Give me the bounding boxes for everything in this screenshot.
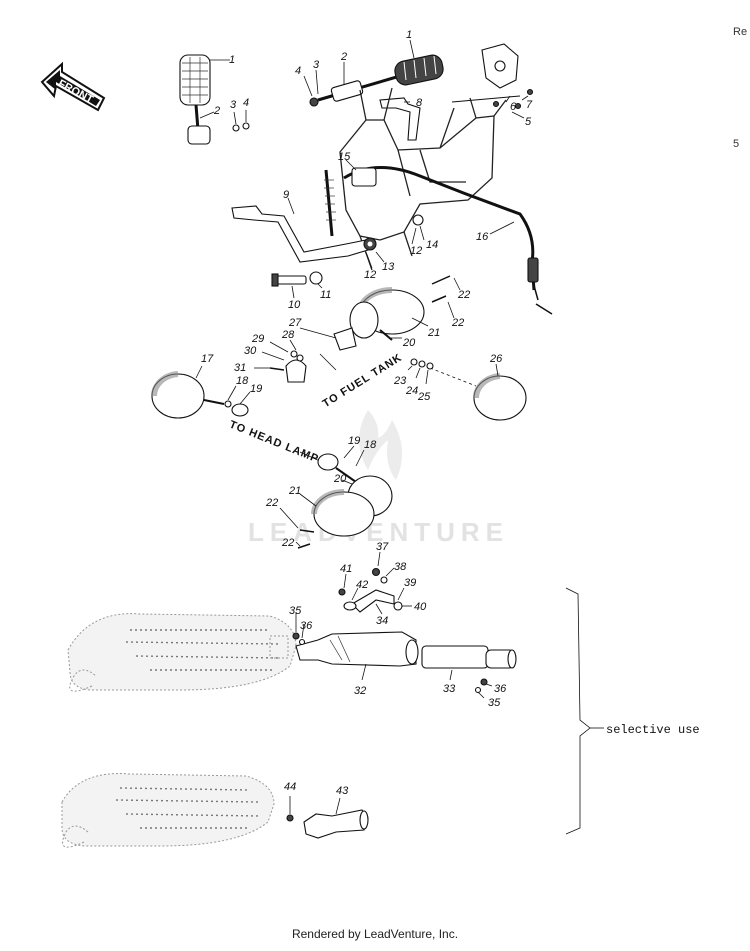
callout-labels: 1 2 3 4 4 3 2 1 6 7 5 8 15 9 16 12 14 12… (201, 29, 533, 797)
exhaust-chamber-lower (61, 773, 275, 848)
callout-13: 13 (382, 261, 395, 273)
callout-30: 30 (244, 345, 257, 357)
brake-lever (379, 97, 421, 141)
callout-22: 22 (457, 289, 470, 301)
turn-signal-lower (297, 453, 393, 549)
pivot-bolt (271, 271, 323, 287)
turn-signal-left (150, 371, 249, 419)
callout-18: 18 (364, 439, 377, 451)
footpeg-left (179, 54, 250, 145)
callout-8: 8 (416, 97, 423, 109)
callout-23: 23 (393, 375, 407, 387)
callout-36: 36 (300, 620, 313, 632)
edge-text-middle: 5 (733, 138, 740, 150)
callout-21: 21 (427, 327, 440, 339)
callout-9: 9 (283, 189, 289, 201)
turn-signal-upper (349, 275, 451, 341)
callout-36: 36 (494, 683, 507, 695)
callout-32: 32 (354, 685, 366, 697)
callout-35: 35 (488, 697, 501, 709)
callout-42: 42 (356, 579, 368, 591)
callout-22: 22 (451, 317, 464, 329)
callout-5: 5 (525, 116, 532, 128)
callout-44: 44 (284, 781, 296, 793)
callout-17: 17 (201, 353, 214, 365)
callout-4: 4 (295, 65, 301, 77)
pivot-bracket (451, 43, 534, 110)
callout-2: 2 (213, 105, 220, 117)
callout-18: 18 (236, 375, 249, 387)
callout-37: 37 (376, 541, 389, 553)
turn-signal-right (410, 358, 527, 421)
callout-31: 31 (234, 362, 246, 374)
callout-41: 41 (340, 563, 352, 575)
tail-pipe (421, 645, 517, 694)
callout-40: 40 (414, 601, 427, 613)
callout-1: 1 (406, 29, 412, 41)
watermark-text: LEADVENTURE (248, 517, 509, 547)
callout-3: 3 (230, 99, 237, 111)
callout-22: 22 (281, 537, 294, 549)
watermark: LEADVENTURE (248, 410, 509, 547)
callout-14: 14 (426, 239, 438, 251)
callout-7: 7 (526, 99, 533, 111)
note-to-fuel-tank: TO FUEL TANK (321, 352, 405, 411)
muffler (292, 631, 419, 667)
selective-use-brace (565, 587, 591, 835)
signal-bracket (269, 327, 357, 383)
front-arrow-icon: FRONT (40, 61, 106, 112)
note-to-head-lamp: TO HEAD LAMP (228, 419, 321, 466)
callout-20: 20 (402, 337, 416, 349)
callout-35: 35 (289, 605, 302, 617)
exhaust-chamber-upper (67, 613, 297, 692)
callout-1: 1 (229, 54, 235, 66)
footer-credit: Rendered by LeadVenture, Inc. (291, 927, 459, 941)
callout-33: 33 (443, 683, 456, 695)
callout-25: 25 (417, 391, 431, 403)
callout-22: 22 (265, 497, 278, 509)
callout-20: 20 (333, 473, 347, 485)
footpeg-right (309, 54, 444, 107)
muffler-bracket (338, 567, 403, 613)
note-selective-use: selective use (606, 723, 700, 737)
tail-pipe-alt (286, 809, 369, 839)
clutch-cable (343, 166, 553, 315)
callout-26: 26 (489, 353, 503, 365)
callout-2: 2 (340, 51, 347, 63)
callout-11: 11 (320, 289, 331, 301)
callout-28: 28 (281, 329, 295, 341)
callout-6: 6 (510, 101, 517, 113)
callout-43: 43 (336, 785, 349, 797)
callout-15: 15 (338, 151, 351, 163)
callout-21: 21 (288, 485, 301, 497)
callout-27: 27 (288, 317, 302, 329)
callout-24: 24 (405, 385, 418, 397)
callout-4: 4 (243, 97, 249, 109)
callout-34: 34 (376, 615, 388, 627)
callout-19: 19 (250, 383, 262, 395)
callout-12: 12 (364, 269, 376, 281)
callout-29: 29 (251, 333, 264, 345)
callout-16: 16 (476, 231, 489, 243)
bracket-15 (351, 167, 377, 187)
callout-3: 3 (313, 59, 320, 71)
brake-pedal (231, 169, 424, 263)
callout-38: 38 (394, 561, 407, 573)
edge-text-top: Re (733, 26, 748, 38)
callout-10: 10 (288, 299, 301, 311)
callout-12: 12 (410, 245, 422, 257)
callout-19: 19 (348, 435, 360, 447)
callout-39: 39 (404, 577, 416, 589)
